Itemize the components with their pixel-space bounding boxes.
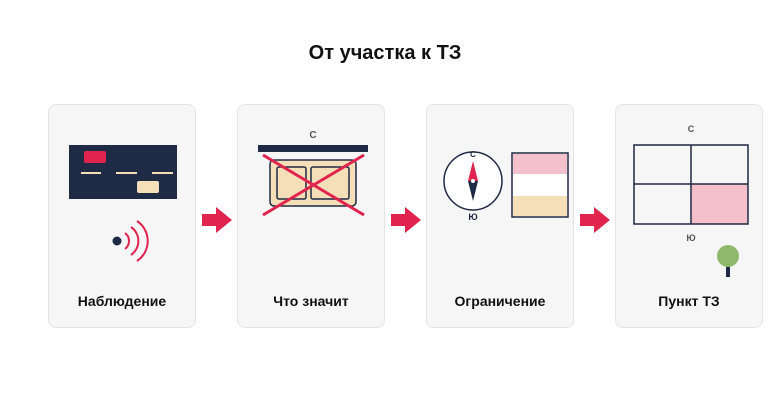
compass-north-label: С <box>470 150 476 159</box>
floor-plan-icon <box>633 144 749 225</box>
tree-icon <box>717 245 739 277</box>
step-card-meaning: С Что значит <box>237 104 385 328</box>
compass-south-label: Ю <box>686 233 695 243</box>
step-label: Ограничение <box>454 293 546 309</box>
zoning-strip-icon <box>511 152 569 218</box>
site-plan-icon <box>69 145 177 262</box>
compass-icon: С Ю <box>443 150 503 222</box>
arrow-right-icon <box>580 207 610 233</box>
step-label: Наблюдение <box>77 293 167 309</box>
step-card-observation: Наблюдение <box>48 104 196 328</box>
compass-south-label: Ю <box>468 212 477 222</box>
step-card-constraint: С Ю Ограничение <box>426 104 574 328</box>
signal-icon <box>112 220 149 262</box>
arrow-right-icon <box>202 207 232 233</box>
compass-north-label: С <box>309 130 316 141</box>
crossed-out-layout-icon: С <box>258 130 368 217</box>
arrow-right-icon <box>391 207 421 233</box>
diagram-title: От участка к ТЗ <box>308 42 462 64</box>
compass-north-label: С <box>688 124 695 134</box>
step-card-spec-item: С Ю Пункт ТЗ <box>615 104 763 328</box>
step-label: Пункт ТЗ <box>658 293 720 309</box>
step-label: Что значит <box>273 293 349 309</box>
